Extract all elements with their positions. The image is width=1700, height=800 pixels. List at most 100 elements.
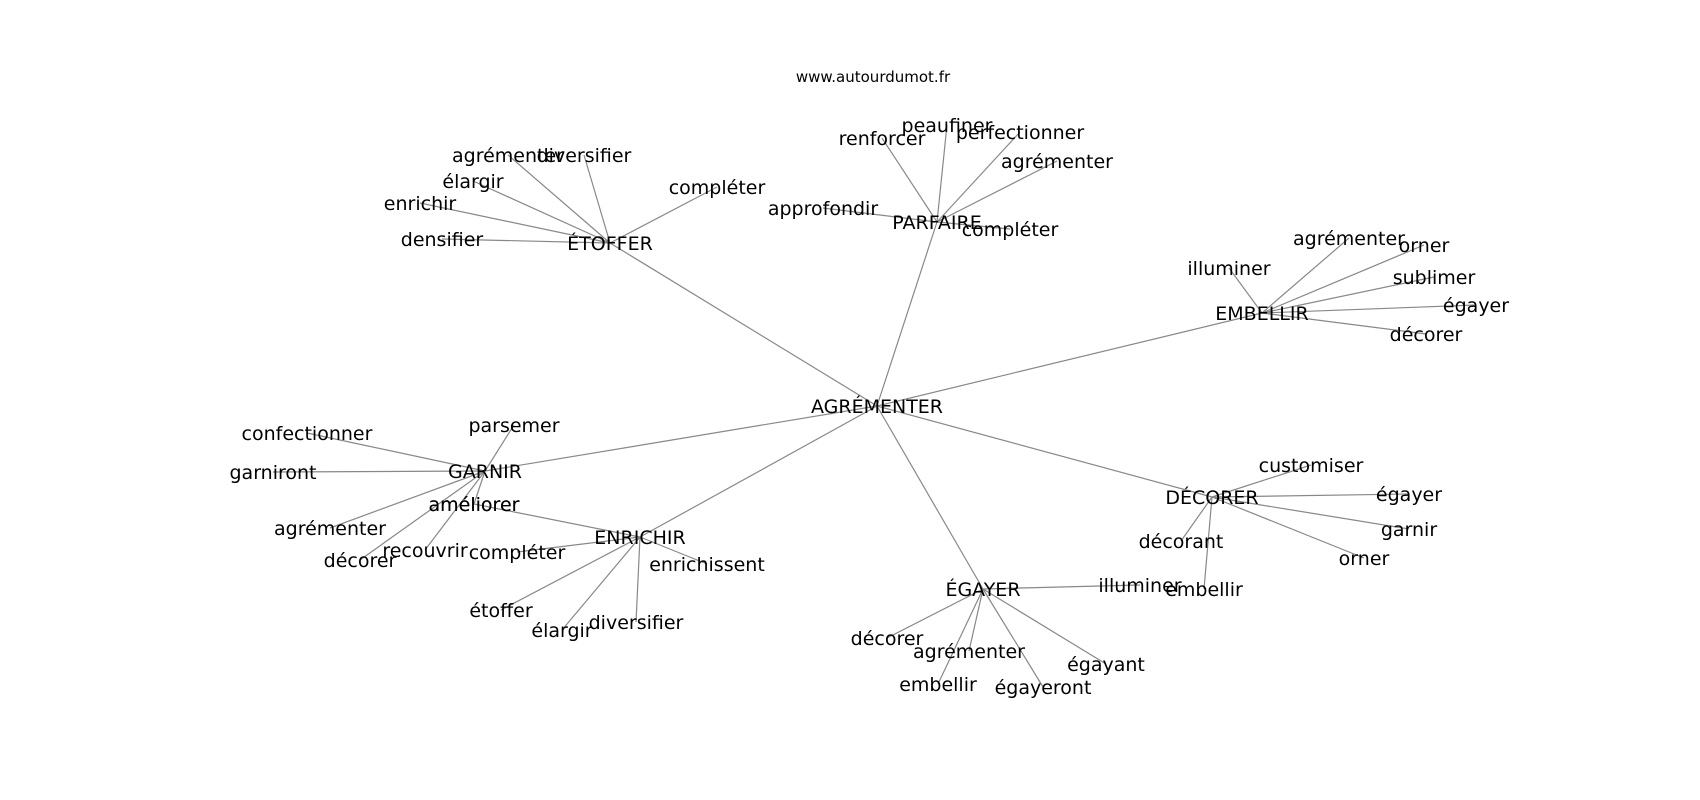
leaf-node[interactable]: embellir [1165, 579, 1243, 601]
edge-decorer-leaf [1211, 464, 1312, 498]
edge-garnir-leaf [359, 470, 486, 561]
leaf-node[interactable]: enrichir [384, 193, 457, 215]
edge-etoffer-leaf [507, 154, 611, 244]
hub-node-parfaire[interactable]: PARFAIRE [892, 212, 981, 234]
leaf-node[interactable]: améliorer [429, 494, 520, 516]
edge-decorer-leaf [1211, 493, 1410, 498]
edge-decorer-leaf [1203, 496, 1213, 590]
edge-embellir-leaf [1261, 244, 1425, 314]
edge-enrichir-leaf [639, 536, 708, 565]
edge-parfaire-leaf [936, 124, 948, 223]
leaf-node[interactable]: compléter [962, 219, 1059, 241]
edge-embellir-leaf [1228, 267, 1263, 314]
edge-garnir-leaf [424, 470, 486, 551]
graph-labels: www.autourdumot.fr agrémenterdiversifier… [229, 68, 1509, 699]
edge-embellir-leaf [1261, 312, 1427, 335]
leaf-node[interactable]: élargir [442, 171, 503, 193]
hub-node-enrichir[interactable]: ENRICHIR [594, 527, 685, 549]
leaf-node[interactable]: diversifier [589, 612, 684, 634]
leaf-node[interactable]: recouvrir [382, 540, 468, 562]
edge-center-garnir [484, 405, 878, 472]
edge-decorer-leaf [1211, 496, 1410, 530]
leaf-node[interactable]: décorer [1390, 324, 1463, 346]
leaf-node[interactable]: égayeront [995, 677, 1092, 699]
edge-parfaire-leaf [936, 160, 1058, 223]
edge-egayer-leaf [886, 588, 984, 639]
leaf-node[interactable]: illuminer [1098, 575, 1181, 597]
edge-egayer-leaf [968, 588, 984, 652]
edge-center-embellir [876, 312, 1263, 407]
leaf-node[interactable]: confectionner [242, 423, 373, 445]
leaf-node[interactable]: approfondir [768, 198, 878, 220]
leaf-node[interactable]: diversifier [537, 145, 632, 167]
leaf-node[interactable]: peaufiner [902, 115, 993, 137]
leaf-node[interactable]: égayer [1376, 484, 1442, 506]
edge-parfaire-leaf [936, 221, 1011, 230]
edge-parfaire-leaf [822, 207, 938, 223]
edge-egayer-leaf [982, 588, 1044, 688]
edge-embellir-leaf [1261, 237, 1350, 314]
center-node[interactable]: AGRÉMENTER [811, 395, 943, 418]
leaf-node[interactable]: compléter [469, 542, 566, 564]
edge-enrichir-leaf [500, 536, 641, 611]
edge-egayer-leaf [982, 588, 1107, 665]
leaf-node[interactable]: orner [1339, 548, 1390, 570]
edge-center-etoffer [609, 242, 878, 407]
leaf-node[interactable]: agrémenter [1001, 151, 1113, 173]
edge-enrichir-leaf [561, 536, 641, 631]
edge-garnir-leaf [329, 470, 486, 529]
leaf-node[interactable]: sublimer [1393, 267, 1476, 289]
leaf-node[interactable]: agrémenter [1293, 228, 1405, 250]
hub-node-embellir[interactable]: EMBELLIR [1215, 303, 1308, 325]
leaf-node[interactable]: garniront [229, 462, 316, 484]
leaf-node[interactable]: agrémenter [913, 641, 1025, 663]
leaf-node[interactable]: customiser [1259, 455, 1364, 477]
edge-etoffer-leaf [583, 154, 611, 244]
leaf-node[interactable]: améliorer [429, 494, 520, 516]
leaf-node[interactable]: embellir [899, 674, 977, 696]
edge-enrichir-leaf [473, 503, 641, 538]
leaf-node[interactable]: égayer [1443, 295, 1509, 317]
edge-etoffer-leaf [609, 186, 718, 244]
leaf-node[interactable]: décorant [1139, 531, 1224, 553]
edge-garnir-leaf [306, 432, 486, 472]
edge-parfaire-leaf [881, 137, 938, 223]
edge-etoffer-leaf [472, 180, 611, 244]
leaf-node[interactable]: agrémenter [274, 518, 386, 540]
edge-etoffer-leaf [419, 202, 611, 244]
source-credit: www.autourdumot.fr [796, 68, 951, 86]
leaf-node[interactable]: décorer [324, 550, 397, 572]
edge-decorer-leaf [1180, 496, 1213, 542]
leaf-node[interactable]: renforcer [839, 128, 926, 150]
leaf-node[interactable]: orner [1399, 235, 1450, 257]
edge-garnir-leaf [484, 424, 515, 472]
leaf-node[interactable]: illuminer [1187, 258, 1270, 280]
edge-decorer-leaf [1211, 496, 1365, 559]
hub-node-garnir[interactable]: GARNIR [448, 461, 522, 483]
edge-egayer-leaf [982, 584, 1141, 590]
leaf-node[interactable]: enrichissent [649, 554, 765, 576]
leaf-node[interactable]: perfectionner [956, 122, 1085, 144]
leaf-node[interactable]: élargir [531, 620, 592, 642]
leaf-node[interactable]: égayant [1067, 654, 1145, 676]
leaf-node[interactable]: agrémenter [452, 145, 564, 167]
edge-center-parfaire [876, 221, 938, 407]
leaf-node[interactable]: décorer [851, 628, 924, 650]
hub-node-decorer[interactable]: DÉCORER [1165, 486, 1258, 509]
edge-garnir-leaf [473, 470, 486, 505]
graph-edges [272, 124, 1477, 688]
hub-node-egayer[interactable]: ÉGAYER [945, 578, 1020, 601]
hub-node-etoffer[interactable]: ÉTOFFER [567, 232, 653, 255]
edge-center-decorer [876, 405, 1213, 498]
edge-garnir-leaf [272, 470, 486, 473]
edge-enrichir-leaf [516, 536, 641, 553]
edge-egayer-leaf [937, 588, 984, 685]
leaf-node[interactable]: garnir [1381, 519, 1438, 541]
leaf-node[interactable]: densifier [401, 229, 484, 251]
edge-parfaire-leaf [936, 131, 1021, 223]
leaf-node[interactable]: parsemer [468, 415, 559, 437]
leaf-node[interactable]: compléter [669, 177, 766, 199]
edge-embellir-leaf [1261, 276, 1435, 314]
leaf-node[interactable]: étoffer [469, 600, 533, 622]
